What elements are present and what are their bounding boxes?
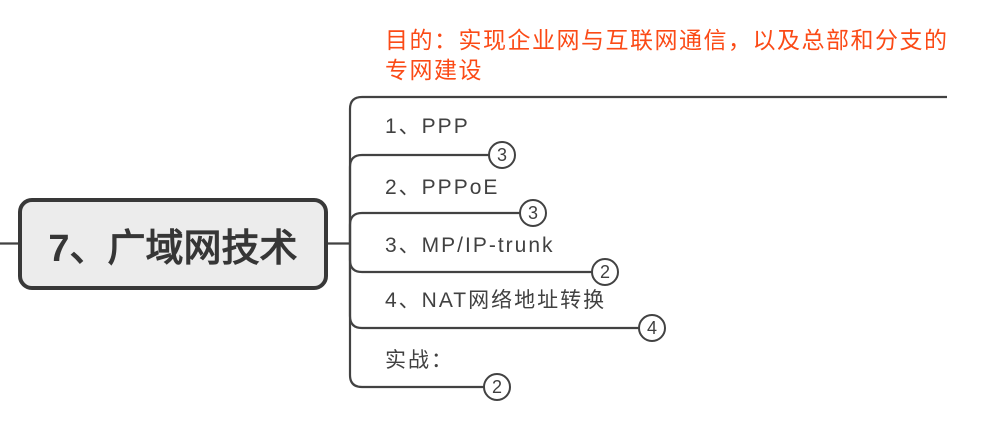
topic-1-ppp[interactable]: 1、PPP (385, 115, 470, 138)
topic-purpose[interactable]: 目的：实现企业网与互联网通信，以及总部和分支的专网建设 (385, 27, 949, 83)
topic-5-practice[interactable]: 实战： (385, 349, 454, 372)
expand-badge-mp-ip-trunk[interactable]: 2 (591, 258, 619, 286)
expand-badge-ppp[interactable]: 3 (488, 141, 516, 169)
topic-4-nat[interactable]: 4、NAT网络地址转换 (385, 289, 607, 312)
branch-line-pppoe (348, 211, 520, 244)
topic-3-mp-ip-trunk[interactable]: 3、MP/IP-trunk (385, 234, 555, 257)
expand-badge-nat[interactable]: 4 (638, 314, 666, 342)
root-topic[interactable]: 7、广域网技术 (18, 198, 328, 290)
expand-badge-practice[interactable]: 2 (483, 373, 511, 401)
expand-badge-pppoe[interactable]: 3 (519, 199, 547, 227)
topic-2-pppoe[interactable]: 2、PPPoE (385, 176, 500, 199)
branch-line-practice (348, 243, 484, 389)
root-topic-label: 7、广域网技术 (48, 227, 298, 270)
branch-line-ppp (348, 153, 489, 244)
branch-line-purpose (348, 95, 947, 244)
